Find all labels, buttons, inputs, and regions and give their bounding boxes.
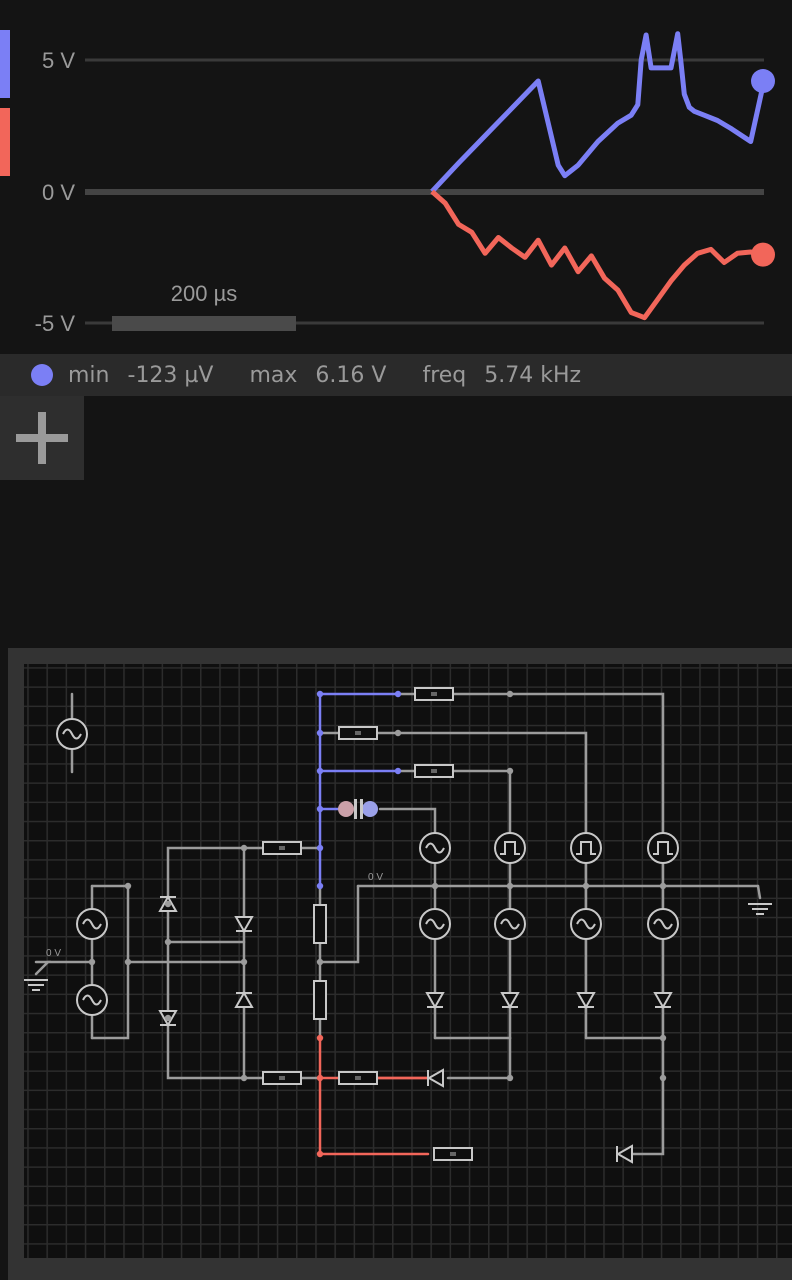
node-dot[interactable]: [394, 729, 402, 737]
pulse-source-icon[interactable]: [570, 832, 602, 864]
node-dot[interactable]: [316, 882, 324, 890]
pulse-source-icon[interactable]: [494, 832, 526, 864]
capacitor-icon[interactable]: [354, 799, 357, 819]
ac-source-icon[interactable]: [500, 918, 520, 930]
resistor-icon[interactable]: [313, 904, 327, 944]
node-dot[interactable]: [164, 1014, 172, 1022]
node-dot[interactable]: [164, 938, 172, 946]
node-dot[interactable]: [506, 1074, 514, 1082]
channel-dot-icon[interactable]: [31, 364, 53, 386]
node-dot[interactable]: [88, 958, 96, 966]
ac-source-icon[interactable]: [653, 918, 673, 930]
max-value: 6.16 V: [315, 362, 387, 388]
freq-value: 5.74 kHz: [484, 362, 582, 388]
node-dot[interactable]: [124, 882, 132, 890]
wire[interactable]: [34, 960, 52, 976]
min-label: min: [68, 362, 110, 388]
ground-voltage-label: 0 V: [46, 948, 61, 959]
node-dot[interactable]: [164, 900, 172, 908]
node-dot[interactable]: [240, 1074, 248, 1082]
resistor-icon[interactable]: [313, 980, 327, 1020]
red-probe-dot[interactable]: [751, 242, 775, 267]
time-scale-label: 200 µs: [171, 281, 238, 306]
channel-color-blue[interactable]: [0, 30, 10, 98]
wire[interactable]: [396, 692, 665, 888]
diode-icon[interactable]: [234, 916, 254, 934]
ground-icon[interactable]: [748, 903, 772, 915]
wire[interactable]: [318, 884, 360, 964]
blue-probe-dot[interactable]: [751, 69, 775, 94]
resistor-icon[interactable]: [355, 1076, 361, 1080]
resistor-icon[interactable]: [450, 1152, 456, 1156]
node-dot[interactable]: [394, 767, 402, 775]
resistor-icon[interactable]: [431, 769, 437, 773]
channel-color-red[interactable]: [0, 108, 10, 176]
node-dot[interactable]: [431, 882, 439, 890]
node-dot[interactable]: [240, 958, 248, 966]
diode-icon[interactable]: [615, 1144, 633, 1164]
node-dot[interactable]: [316, 805, 324, 813]
node-dot[interactable]: [316, 1150, 324, 1158]
diode-icon[interactable]: [425, 992, 445, 1010]
max-label: max: [249, 362, 298, 388]
blue-trace: [430, 31, 767, 194]
resistor-icon[interactable]: [279, 846, 285, 850]
node-dot[interactable]: [506, 882, 514, 890]
diode-icon[interactable]: [426, 1068, 444, 1088]
node-dot[interactable]: [316, 1034, 324, 1042]
capacitor-icon[interactable]: [362, 801, 378, 817]
oscilloscope-plot[interactable]: 5 V 0 V -5 V 200 µs: [0, 0, 792, 354]
pulse-source-icon[interactable]: [576, 841, 596, 855]
node-dot[interactable]: [316, 690, 324, 698]
node-dot[interactable]: [659, 1034, 667, 1042]
node-dot[interactable]: [394, 690, 402, 698]
ac-source-icon[interactable]: [425, 918, 445, 930]
capacitor-icon[interactable]: [360, 799, 363, 819]
node-voltage-label: 0 V: [368, 872, 383, 883]
node-dot[interactable]: [582, 882, 590, 890]
measurement-bar: min -123 µV max 6.16 V freq 5.74 kHz: [0, 354, 792, 396]
resistor-icon[interactable]: [355, 731, 361, 735]
pulse-source-icon[interactable]: [500, 841, 520, 855]
node-dot[interactable]: [659, 882, 667, 890]
node-dot[interactable]: [316, 729, 324, 737]
ac-source-icon[interactable]: [576, 918, 596, 930]
node-dot[interactable]: [506, 767, 514, 775]
add-scope-button[interactable]: [0, 396, 84, 480]
pulse-source-icon[interactable]: [653, 841, 673, 855]
min-value: -123 µV: [127, 362, 214, 388]
node-dot[interactable]: [240, 844, 248, 852]
node-dot[interactable]: [316, 767, 324, 775]
resistor-icon[interactable]: [431, 692, 437, 696]
diode-icon[interactable]: [576, 992, 596, 1010]
y-tick-label: 0 V: [42, 180, 75, 205]
freq-label: freq: [422, 362, 467, 388]
node-dot[interactable]: [124, 958, 132, 966]
plus-icon: [16, 412, 68, 464]
node-dot[interactable]: [316, 844, 324, 852]
y-tick-label: 5 V: [42, 48, 75, 73]
ground-icon[interactable]: [24, 979, 48, 991]
node-dot[interactable]: [316, 1074, 324, 1082]
diode-icon[interactable]: [234, 990, 254, 1008]
ac-source-icon[interactable]: [82, 994, 102, 1006]
circuit-canvas[interactable]: 0 V 0 V: [8, 648, 792, 1280]
pulse-source-icon[interactable]: [647, 832, 679, 864]
red-trace: [430, 189, 765, 321]
ac-source-icon[interactable]: [82, 918, 102, 930]
time-scale-bar: [112, 316, 296, 331]
y-tick-label: -5 V: [35, 311, 76, 336]
diode-icon[interactable]: [653, 992, 673, 1010]
resistor-icon[interactable]: [279, 1076, 285, 1080]
diode-icon[interactable]: [500, 992, 520, 1010]
ac-source-icon[interactable]: [425, 842, 445, 854]
node-dot[interactable]: [316, 958, 324, 966]
ac-source-icon[interactable]: [62, 728, 82, 740]
node-dot[interactable]: [659, 1074, 667, 1082]
node-dot[interactable]: [506, 690, 514, 698]
capacitor-icon[interactable]: [338, 801, 354, 817]
wire[interactable]: [756, 884, 762, 900]
